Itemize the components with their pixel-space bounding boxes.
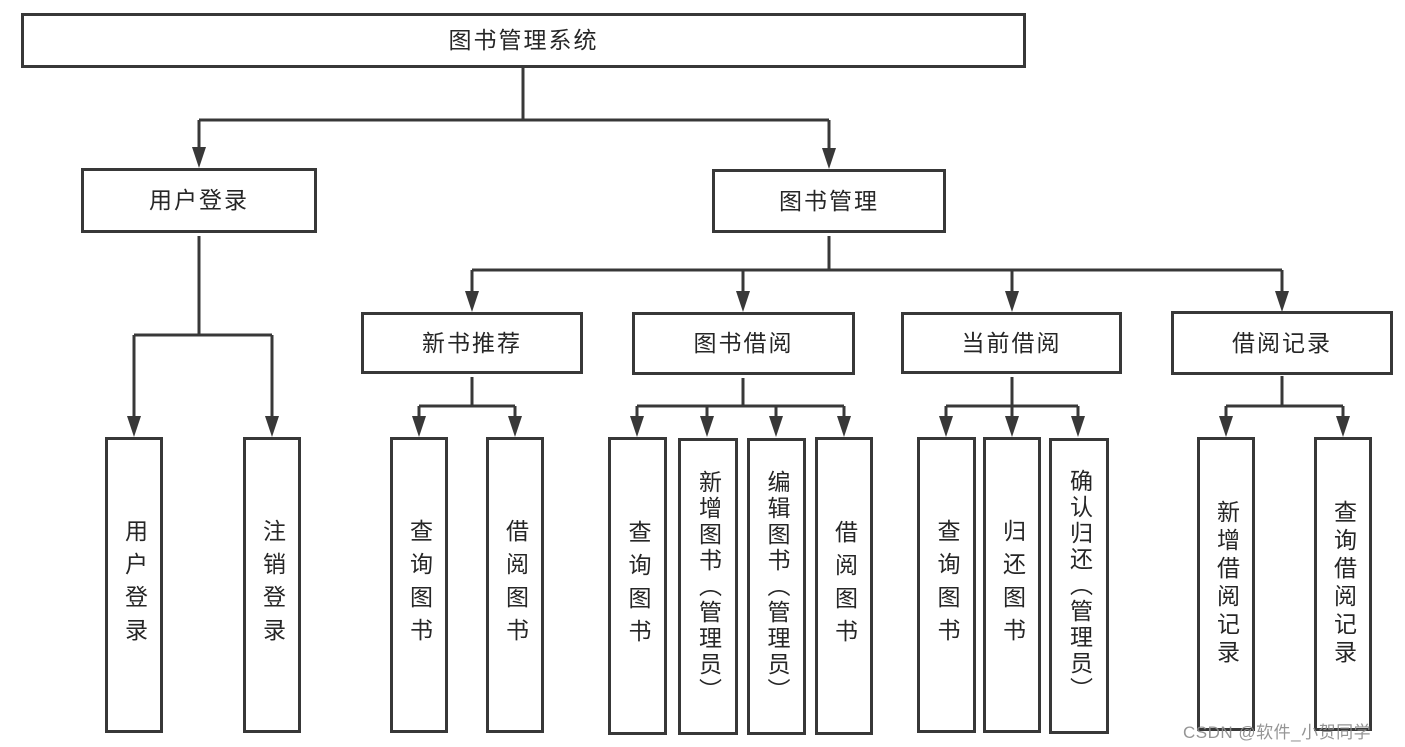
node-borrowing-records: 借阅记录: [1171, 311, 1393, 375]
node-label: 查询图书: [934, 519, 960, 651]
leaf-logout: 注销登录: [243, 437, 301, 733]
node-user-login: 用户登录: [81, 168, 317, 233]
node-label: 用户登录: [121, 519, 148, 651]
leaf-confirm-return-admin: 确认归还（管理员）: [1049, 438, 1109, 734]
node-label: 图书管理: [779, 187, 879, 214]
leaf-add-borrow-record: 新增借阅记录: [1197, 437, 1255, 731]
node-label: 图书管理系统: [448, 27, 599, 53]
node-label: 归还图书: [999, 519, 1026, 651]
leaf-borrow-books: 借阅图书: [815, 437, 873, 735]
leaf-query-books-recommend: 查询图书: [390, 437, 448, 733]
node-label: 确认归还（管理员）: [1066, 469, 1093, 703]
node-label: 借阅图书: [831, 520, 858, 652]
node-book-borrowing: 图书借阅: [632, 312, 855, 375]
leaf-user-login: 用户登录: [105, 437, 163, 733]
node-label: 新书推荐: [422, 329, 522, 356]
node-label: 查询图书: [625, 520, 651, 652]
leaf-add-book-admin: 新增图书（管理员）: [678, 438, 738, 735]
node-label: 查询图书: [406, 519, 433, 651]
node-current-borrowing: 当前借阅: [901, 312, 1122, 374]
node-label: 编辑图书（管理员）: [764, 469, 790, 704]
node-label: 当前借阅: [961, 329, 1062, 356]
csdn-watermark: CSDN @软件_小贺同学: [1183, 723, 1372, 742]
node-new-book-recommend: 新书推荐: [361, 312, 583, 374]
node-label: 注销登录: [259, 519, 286, 651]
leaf-query-books-current: 查询图书: [917, 437, 976, 733]
node-label: 用户登录: [149, 187, 249, 213]
arrowheads: [127, 147, 1350, 437]
leaf-edit-book-admin: 编辑图书（管理员）: [747, 438, 806, 735]
node-label: 图书借阅: [693, 330, 794, 356]
node-label: 新增借阅记录: [1213, 500, 1240, 668]
leaf-query-books-borrow: 查询图书: [608, 437, 667, 735]
leaf-return-books: 归还图书: [983, 437, 1041, 733]
node-label: 查询借阅记录: [1330, 500, 1357, 668]
node-library-management-system: 图书管理系统: [21, 13, 1026, 68]
node-label: 借阅图书: [502, 519, 529, 651]
node-label: 借阅记录: [1232, 329, 1332, 356]
node-label: 新增图书（管理员）: [695, 469, 722, 704]
node-book-management: 图书管理: [712, 169, 946, 233]
leaf-borrow-books-recommend: 借阅图书: [486, 437, 544, 733]
leaf-query-borrow-record: 查询借阅记录: [1314, 437, 1372, 731]
